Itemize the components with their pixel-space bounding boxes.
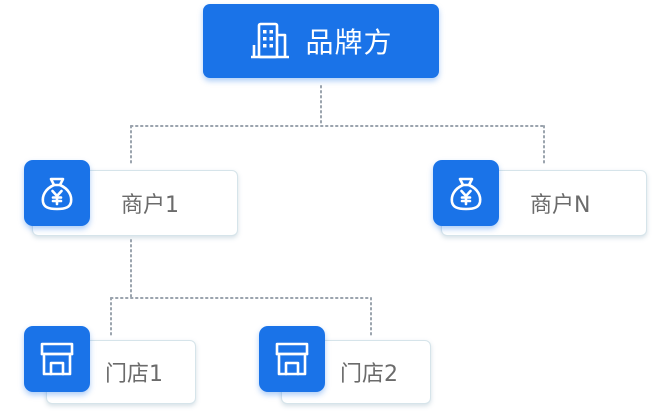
brand-node[interactable]: 品牌方	[203, 4, 439, 78]
money-bag-yen-icon	[24, 160, 90, 226]
storefront-icon	[24, 326, 90, 392]
brand-label: 品牌方	[305, 26, 393, 59]
money-bag-yen-icon	[433, 160, 499, 226]
store-label: 门店2	[340, 362, 398, 387]
building-icon	[249, 21, 291, 61]
store-label: 门店1	[105, 362, 163, 387]
storefront-icon	[259, 326, 325, 392]
merchant-label: 商户N	[530, 193, 591, 218]
merchant-label: 商户1	[121, 193, 179, 218]
